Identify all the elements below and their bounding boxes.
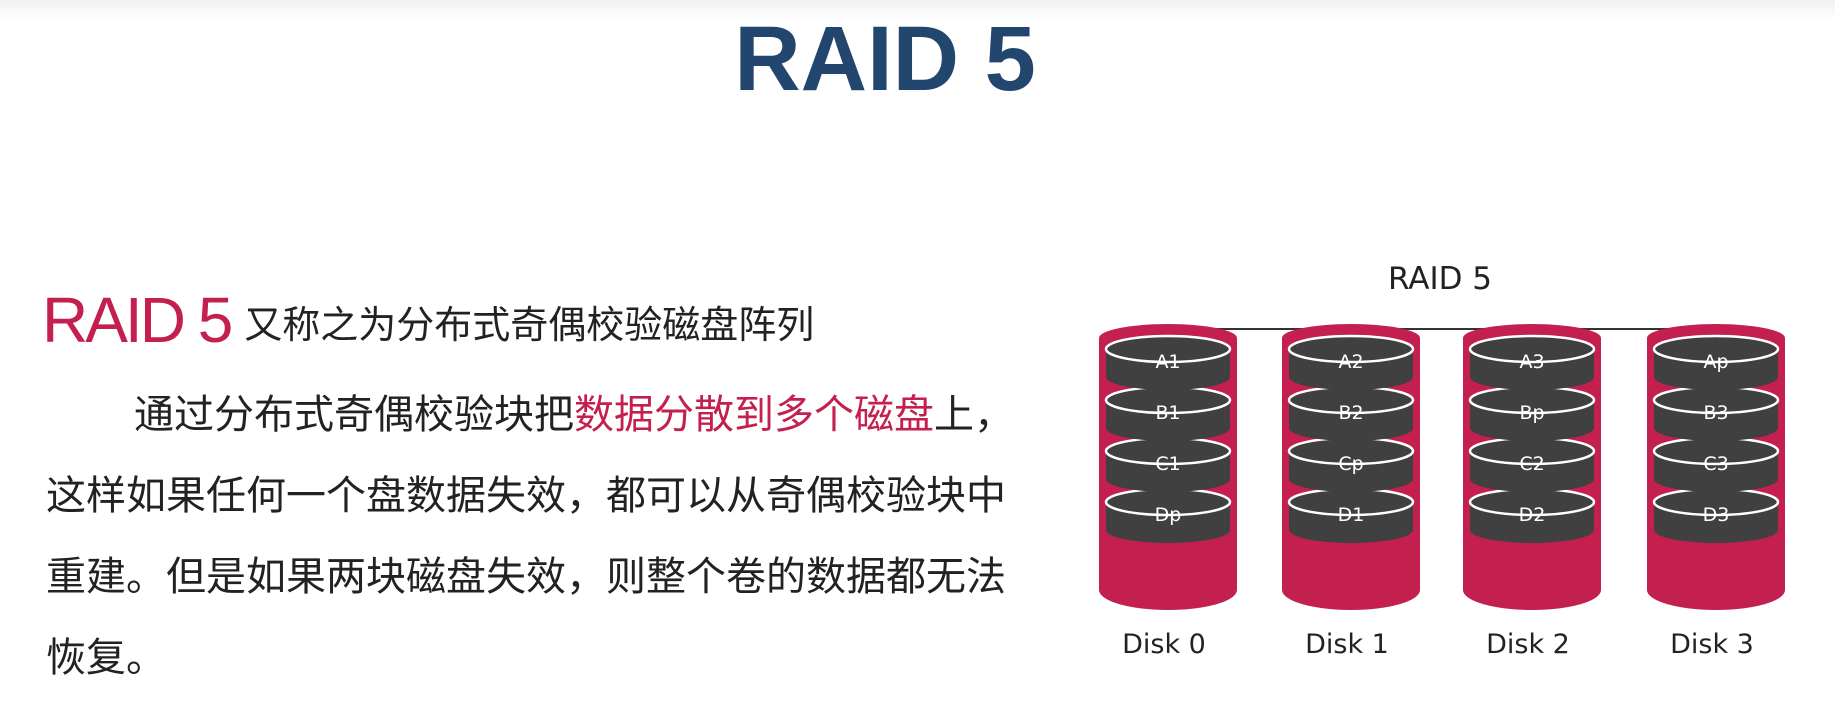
slide-title: RAID 5 xyxy=(734,8,1036,110)
data-block-label: B2 xyxy=(1338,402,1363,424)
data-block-label: C3 xyxy=(1703,453,1728,475)
data-block-label: A3 xyxy=(1519,351,1544,373)
intro-definition: 又称之为分布式奇偶校验磁盘阵列 xyxy=(244,303,815,347)
data-block-label: D3 xyxy=(1703,504,1730,526)
data-block-label: B3 xyxy=(1703,402,1728,424)
body-text-part2: 上，这样如果任何一个盘数据失效，都可以从奇偶校验块中重建。但是如果两块磁盘失效，… xyxy=(46,392,1014,681)
platter: A1 xyxy=(1104,334,1232,390)
platter: D3 xyxy=(1652,487,1780,543)
platter: C1 xyxy=(1104,436,1232,492)
platter: Dp xyxy=(1104,487,1232,543)
disk-label: Disk 2 xyxy=(1486,629,1570,660)
top-shade xyxy=(0,0,1835,20)
body-text-part1: 通过分布式奇偶校验块把 xyxy=(134,392,574,438)
data-block-label: B1 xyxy=(1155,402,1180,424)
platter-top xyxy=(1104,334,1232,364)
platter-top xyxy=(1287,334,1415,364)
data-block-label: A2 xyxy=(1338,351,1363,373)
platter-top xyxy=(1468,334,1596,364)
body-highlight: 数据分散到多个磁盘 xyxy=(574,392,934,438)
disk-label: Disk 1 xyxy=(1305,629,1389,660)
data-block-label: C1 xyxy=(1155,453,1180,475)
data-block-label: C2 xyxy=(1519,453,1544,475)
platter: A2 xyxy=(1287,334,1415,390)
data-block-label: Bp xyxy=(1519,402,1544,424)
platter: Bp xyxy=(1468,385,1596,441)
platter: D2 xyxy=(1468,487,1596,543)
platter: B2 xyxy=(1287,385,1415,441)
disk-label: Disk 3 xyxy=(1670,629,1754,660)
body-paragraph: 通过分布式奇偶校验块把数据分散到多个磁盘上，这样如果任何一个盘数据失效，都可以从… xyxy=(46,375,1026,699)
data-block-label: Dp xyxy=(1155,504,1182,526)
platter: C2 xyxy=(1468,436,1596,492)
platter: B3 xyxy=(1652,385,1780,441)
data-block-label: Ap xyxy=(1703,351,1728,373)
platter: Ap xyxy=(1652,334,1780,390)
platter: C3 xyxy=(1652,436,1780,492)
platter-top xyxy=(1652,334,1780,364)
platter: D1 xyxy=(1287,487,1415,543)
data-block-label: D1 xyxy=(1338,504,1365,526)
platter: A3 xyxy=(1468,334,1596,390)
data-block-label: A1 xyxy=(1155,351,1180,373)
data-block-label: D2 xyxy=(1519,504,1546,526)
disk-label: Disk 0 xyxy=(1122,629,1206,660)
platter: Cp xyxy=(1287,436,1415,492)
diagram-title: RAID 5 xyxy=(1388,261,1492,297)
platter: B1 xyxy=(1104,385,1232,441)
data-block-label: Cp xyxy=(1338,453,1363,475)
intro-term: RAID 5 xyxy=(42,284,233,356)
